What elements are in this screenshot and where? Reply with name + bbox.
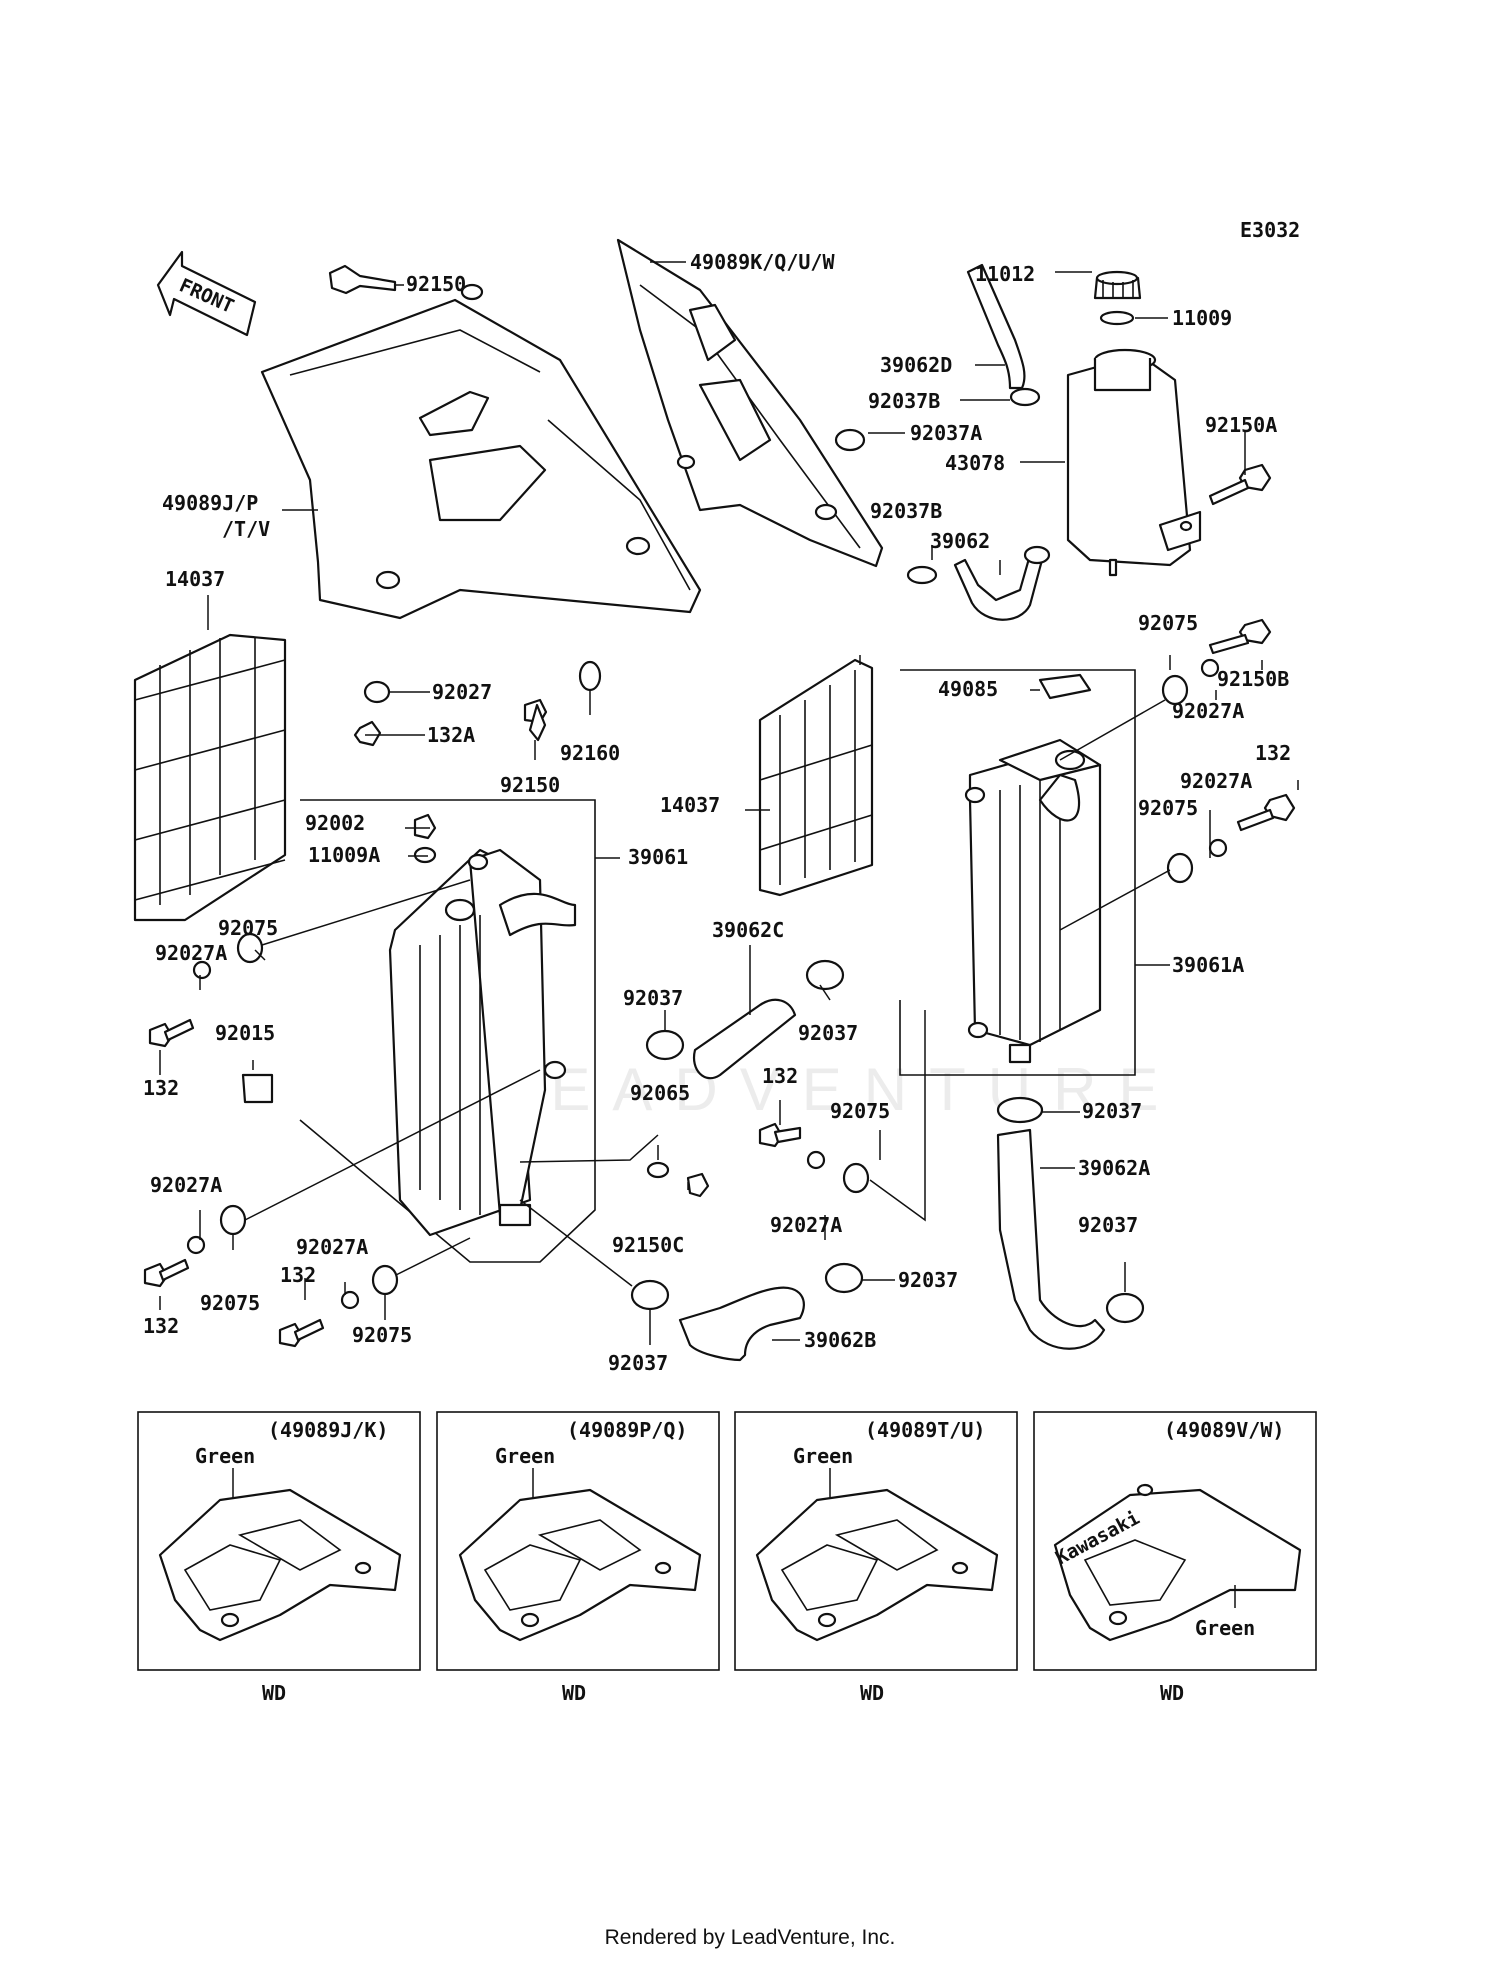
radiator-guard-right — [758, 658, 874, 897]
label-92037a: 92037A — [910, 421, 982, 445]
diagram-code: E3032 — [1240, 218, 1300, 242]
tank-cap — [1093, 270, 1142, 300]
label-132-topright: 132 — [1255, 741, 1291, 765]
variant-4-wd: WD — [1160, 1681, 1184, 1705]
variant-2-color: Green — [495, 1444, 555, 1468]
label-92027a-right2: 92027A — [1180, 769, 1252, 793]
radiator-left — [299, 799, 596, 1263]
label-11012: 11012 — [975, 262, 1035, 286]
variant-1-wd: WD — [262, 1681, 286, 1705]
label-92027a-bottomleft: 92027A — [150, 1173, 222, 1197]
label-39061a: 39061A — [1172, 953, 1244, 977]
label-92150-mid: 92150 — [500, 773, 560, 797]
hose-39062a — [996, 1128, 1106, 1350]
footer-credit: Rendered by LeadVenture, Inc. — [604, 1926, 896, 1949]
label-92037b-top: 92037B — [868, 389, 940, 413]
variant-box-4: (49089V/W) Kawasaki Green WD — [1033, 1411, 1317, 1705]
variant-1-color: Green — [195, 1444, 255, 1468]
label-39062: 39062 — [930, 529, 990, 553]
variant-3-color: Green — [793, 1444, 853, 1468]
label-92075-bottomleft: 92075 — [200, 1291, 260, 1315]
label-39062a: 39062A — [1078, 1156, 1150, 1180]
label-92150b: 92150B — [1217, 667, 1289, 691]
reserve-tank — [1066, 348, 1202, 577]
label-132a: 132A — [427, 723, 475, 747]
label-39061: 39061 — [628, 845, 688, 869]
label-14037-left: 14037 — [165, 567, 225, 591]
label-92065: 92065 — [630, 1081, 690, 1105]
label-92037-mid1: 92037 — [623, 986, 683, 1010]
label-92150-top: 92150 — [406, 272, 466, 296]
variant-3-wd: WD — [860, 1681, 884, 1705]
label-39062b: 39062B — [804, 1328, 876, 1352]
radiator-shroud-left — [260, 283, 702, 620]
label-92037-mid3: 92037 — [898, 1268, 958, 1292]
label-92015: 92015 — [215, 1021, 275, 1045]
radiator-right — [899, 669, 1136, 1076]
variant-4-color: Green — [1195, 1616, 1255, 1640]
clamp-icons — [630, 387, 1145, 1324]
label-39062c: 39062C — [712, 918, 784, 942]
label-92075-right2: 92075 — [1138, 796, 1198, 820]
label-92075-left: 92075 — [218, 916, 278, 940]
variant-box-3: (49089T/U) Green WD — [734, 1411, 1018, 1705]
label-92027a-left: 92027A — [155, 941, 227, 965]
variant-3-code: (49089T/U) — [865, 1418, 985, 1442]
label-92075-mid: 92075 — [830, 1099, 890, 1123]
radiator-shroud-right — [616, 238, 884, 568]
variant-box-2: (49089P/Q) Green WD — [436, 1411, 720, 1705]
hose-39062c — [692, 998, 797, 1080]
label-92160: 92160 — [560, 741, 620, 765]
hose-39062d — [966, 263, 1026, 390]
label-92037b-mid: 92037B — [870, 499, 942, 523]
hose-39062b — [678, 1286, 805, 1362]
label-92037-mid2: 92037 — [798, 1021, 858, 1045]
variant-2-code: (49089P/Q) — [567, 1418, 687, 1442]
label-49089kquw: 49089K/Q/U/W — [690, 250, 835, 274]
label-92075-bottomleft2: 92075 — [352, 1323, 412, 1347]
label-92027a-topright: 92027A — [1172, 699, 1244, 723]
label-92027-top: 92027 — [432, 680, 492, 704]
variant-1-code: (49089J/K) — [268, 1418, 388, 1442]
label-14037-mid: 14037 — [660, 793, 720, 817]
variant-2-wd: WD — [562, 1681, 586, 1705]
radiator-guard-left — [133, 633, 287, 922]
label-92075-topright: 92075 — [1138, 611, 1198, 635]
front-arrow-icon: FRONT — [156, 250, 257, 337]
hose-39062 — [953, 553, 1044, 621]
label-92002: 92002 — [305, 811, 365, 835]
leader-lines — [159, 261, 1299, 1345]
label-132-bottomleft2: 132 — [280, 1263, 316, 1287]
tank-cap-seal — [1099, 310, 1135, 326]
label-92037-right2: 92037 — [1078, 1213, 1138, 1237]
label-92027a-mid: 92027A — [770, 1213, 842, 1237]
label-92027a-bottomleft2: 92027A — [296, 1235, 368, 1259]
label-92037-right1: 92037 — [1082, 1099, 1142, 1123]
variant-box-1: (49089J/K) Green WD — [137, 1411, 421, 1705]
label-92037-bottom: 92037 — [608, 1351, 668, 1375]
label-39062d: 39062D — [880, 353, 952, 377]
label-132-bottomleft: 132 — [143, 1314, 179, 1338]
label-11009a: 11009A — [308, 843, 380, 867]
label-11009: 11009 — [1172, 306, 1232, 330]
variant-4-code: (49089V/W) — [1164, 1418, 1284, 1442]
label-49089jp: 49089J/P — [162, 491, 258, 515]
label-132-mid: 132 — [762, 1064, 798, 1088]
label-49085: 49085 — [938, 677, 998, 701]
part-labels: 92150 49089K/Q/U/W 11012 11009 39062D 92… — [143, 250, 1291, 1375]
label-132-left: 132 — [143, 1076, 179, 1100]
label-43078: 43078 — [945, 451, 1005, 475]
fastener-icons — [143, 264, 1296, 1348]
label-92150a: 92150A — [1205, 413, 1277, 437]
label-92150c: 92150C — [612, 1233, 684, 1257]
label-49089tv: /T/V — [222, 517, 270, 541]
